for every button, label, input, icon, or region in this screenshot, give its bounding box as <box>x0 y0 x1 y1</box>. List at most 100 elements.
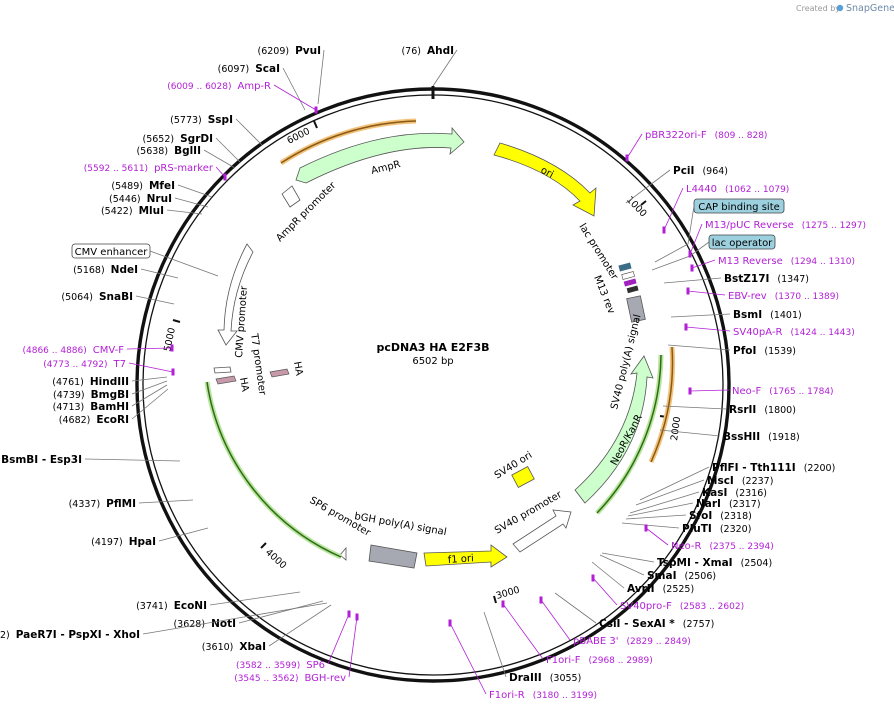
bgh-polya-feature[interactable] <box>368 544 418 569</box>
enzyme-site-bglii[interactable]: BglII(5638) <box>136 145 236 169</box>
enzyme-site-tspmi-xmai[interactable]: TspMI - XmaI(2504) <box>601 552 772 569</box>
lac-promoter-feature[interactable] <box>621 271 635 280</box>
ampr-feature[interactable] <box>295 126 465 184</box>
enzyme-site-pflmi[interactable]: PflMI(4337) <box>69 498 194 510</box>
cmv-promoter-feature[interactable] <box>217 243 254 346</box>
primer-amp-r[interactable]: Amp-R(6009 .. 6028) <box>167 81 318 114</box>
enzyme-site-ahdi[interactable]: AhdI(76) <box>401 45 458 87</box>
enzyme-name: BamHI <box>90 401 129 413</box>
enzyme-site-bmgbi[interactable]: BmgBI(4739) <box>53 380 168 401</box>
ampr-promoter-feature[interactable] <box>281 185 301 208</box>
neor-feature[interactable] <box>574 355 654 504</box>
enzyme-site-kasi[interactable]: KasI(2316) <box>629 487 767 514</box>
sv40-polya-feature[interactable] <box>626 295 646 323</box>
enzyme-name: NotI <box>211 618 236 630</box>
t7-promoter-feature[interactable] <box>213 366 232 374</box>
enzyme-site-xbai[interactable]: XbaI(3610) <box>202 604 332 653</box>
enzyme-labels: AhdI(76) PvuI(6209)ScaI(6097)SspI(5773)Sg… <box>0 45 835 684</box>
enzyme-site-csii-sexai[interactable]: CsiI - SexAI *(2757) <box>554 592 714 630</box>
enzyme-site-pflfi-tth111i[interactable]: PflFI - Tth111I(2200) <box>639 462 835 501</box>
enzyme-site-sspi[interactable]: SspI(5773) <box>170 114 263 146</box>
primer-sp6[interactable]: SP6(3582 .. 3599) <box>236 610 351 672</box>
enzyme-name: EcoRI <box>96 414 129 426</box>
ha-tag-feature-2[interactable] <box>269 368 290 378</box>
enzyme-site-bsmbi-esp3i[interactable]: BsmBI - Esp3I(4505) <box>0 454 181 466</box>
enzyme-site-hindiii[interactable]: HindIII(4761) <box>52 376 168 388</box>
enzyme-site-hpai[interactable]: HpaI(4197) <box>91 527 209 548</box>
cap-binding-site-feature[interactable] <box>626 285 639 294</box>
m13-rev-feature[interactable] <box>623 278 637 287</box>
primer-ebv-rev[interactable]: EBV-rev(1370 .. 1389) <box>686 287 839 303</box>
tick-3000-mark <box>493 595 497 604</box>
enzyme-site-pfoi[interactable]: PfoI(1539) <box>667 344 796 357</box>
enzyme-site-ndei[interactable]: NdeI(5168) <box>73 264 179 279</box>
f1-ori-feature[interactable] <box>423 544 508 568</box>
cap-binding-site-label: CAP binding site <box>698 202 780 213</box>
enzyme-site-scai[interactable]: ScaI(6097) <box>218 63 306 111</box>
cmv-enhancer-label: CMV enhancer <box>75 247 149 258</box>
ha-tag-feature-1[interactable] <box>215 375 237 385</box>
primer-name: SV40pro-F <box>620 601 672 612</box>
enzyme-leader <box>131 380 168 395</box>
enzyme-site-mfei[interactable]: MfeI(5489) <box>111 180 213 198</box>
enzyme-site-pvui[interactable]: PvuI(6209) <box>257 45 325 105</box>
enzyme-site-pcii[interactable]: PciI(964) <box>625 165 728 204</box>
enzyme-site-rsrii[interactable]: RsrII(1800) <box>662 404 796 416</box>
primer-name: pBABE 3' <box>573 636 619 647</box>
primer-l4440[interactable]: L4440(1062 .. 1079) <box>662 184 790 234</box>
enzyme-name: HpaI <box>129 536 156 548</box>
primer-prs-marker[interactable]: pRS-marker(5592 .. 5611) <box>84 163 227 181</box>
primer-m13-puc-reverse[interactable]: M13/pUC Reverse(1275 .. 1297) <box>688 220 867 258</box>
primer-cmv-f[interactable]: CMV-F(4866 .. 4886) <box>22 344 174 357</box>
enzyme-site-mlui[interactable]: MluI(5422) <box>101 205 203 217</box>
enzyme-leader <box>663 277 722 284</box>
enzyme-position: (4337) <box>69 499 101 510</box>
enzyme-site-noti[interactable]: NotI(3628) <box>173 600 324 630</box>
enzyme-site-nari[interactable]: NarI(2317) <box>627 498 761 517</box>
primer-position: (1275 .. 1297) <box>802 221 866 231</box>
primer-position: (809 .. 828) <box>715 131 768 141</box>
primer-sv40pro-f[interactable]: SV40pro-F(2583 .. 2602) <box>591 574 745 613</box>
sv40-ori-feature[interactable] <box>511 466 535 488</box>
enzyme-position: (3610) <box>202 642 234 653</box>
primer-sv40pa-r[interactable]: SV40pA-R(1424 .. 1443) <box>684 323 855 339</box>
enzyme-site-pluti[interactable]: PluTI(2320) <box>621 522 751 535</box>
enzyme-name: HindIII <box>90 376 129 388</box>
enzyme-site-msci[interactable]: MscI(2237) <box>635 475 773 506</box>
primer-t7[interactable]: T7(4773 .. 4792) <box>43 359 175 376</box>
enzyme-site-draiii[interactable]: DraIII(3055) <box>483 611 581 684</box>
enzyme-position: (1800) <box>764 405 796 416</box>
enzyme-site-sfoi[interactable]: SfoI(2318) <box>625 510 752 522</box>
sv40-promoter-feature[interactable] <box>512 509 572 553</box>
primer-neo-f[interactable]: Neo-F(1765 .. 1784) <box>688 386 834 397</box>
primer-f1ori-r[interactable]: F1ori-R(3180 .. 3199) <box>448 619 597 702</box>
enzyme-site-ecori[interactable]: EcoRI(4682) <box>59 388 169 426</box>
enzyme-leader <box>639 466 710 501</box>
enzyme-site-bamhi[interactable]: BamHI(4713) <box>53 384 168 413</box>
primer-pbabe-3[interactable]: pBABE 3'(2829 .. 2849) <box>539 596 691 648</box>
enzyme-site-snabi[interactable]: SnaBI(5064) <box>61 291 175 305</box>
enzyme-site-paer7i-pspxi-xhoi[interactable]: PaeR7I - PspXI - XhoI(3622) <box>0 602 328 641</box>
enzyme-site-econi[interactable]: EcoNI(3741) <box>136 591 301 612</box>
enzyme-leader <box>268 604 332 647</box>
enzyme-site-smai[interactable]: SmaI(2506) <box>599 554 716 582</box>
primer-neo-r[interactable]: Neo-R(2375 .. 2394) <box>644 524 774 553</box>
primer-site-mark <box>314 106 318 114</box>
primer-bgh-rev[interactable]: BGH-rev(3545 .. 3562) <box>234 613 359 685</box>
enzyme-site-nrui[interactable]: NruI(5446) <box>109 193 209 208</box>
primer-pbr322ori-f[interactable]: pBR322ori-F(809 .. 828) <box>625 130 768 162</box>
enzyme-site-avrii[interactable]: AvrII(2525) <box>591 561 694 595</box>
primer-f1ori-f[interactable]: F1ori-F(2968 .. 2989) <box>501 600 653 667</box>
sp6-promoter-feature[interactable] <box>339 546 347 561</box>
enzyme-site-bsshii[interactable]: BssHII(1918) <box>659 429 800 443</box>
enzyme-site-sgrdi[interactable]: SgrDI(5652) <box>143 133 241 163</box>
ori-label: ori <box>539 165 556 181</box>
ori-feature[interactable] <box>493 142 597 217</box>
enzyme-site-bstz17i[interactable]: BstZ17I(1347) <box>663 273 809 285</box>
lac-operator-feature[interactable] <box>618 262 632 272</box>
primer-m13-reverse[interactable]: M13 Reverse(1294 .. 1310) <box>690 256 856 272</box>
primer-name: F1ori-R <box>489 690 525 701</box>
primer-site-mark <box>171 368 175 376</box>
enzyme-site-bsmi[interactable]: BsmI(1401) <box>670 309 802 321</box>
enzyme-leader <box>142 602 328 635</box>
